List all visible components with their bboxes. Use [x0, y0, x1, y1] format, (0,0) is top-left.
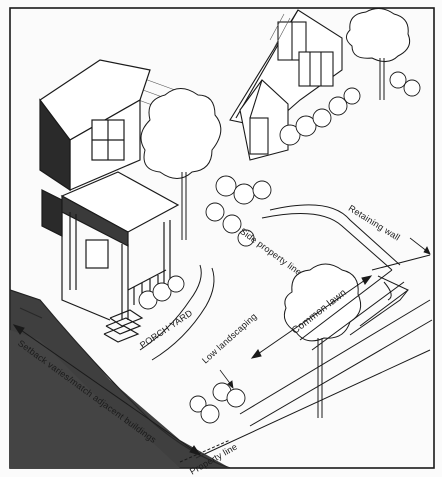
tree-lawn — [283, 263, 362, 418]
foreground-house — [39, 59, 180, 343]
retaining-wall — [349, 254, 431, 336]
front-slope-light — [10, 330, 180, 468]
retaining-wall-leader — [409, 237, 431, 255]
tree-right-top — [346, 8, 411, 100]
porch-walkway — [139, 264, 215, 361]
shrubs — [138, 71, 421, 424]
common-lawn-edges — [195, 204, 433, 459]
setback-arrow — [12, 324, 202, 456]
property-line-marker — [179, 439, 231, 463]
low-landscaping-leader — [219, 369, 234, 389]
tree-left — [140, 88, 222, 240]
background-house — [229, 9, 343, 161]
common-lawn-arrow — [250, 275, 373, 359]
